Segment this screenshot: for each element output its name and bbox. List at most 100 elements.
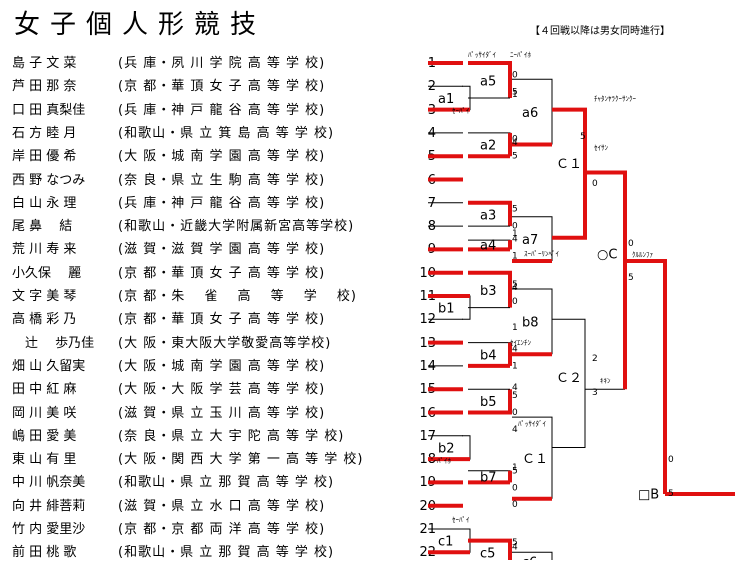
seed-number: 16 bbox=[419, 405, 436, 421]
score: 5 bbox=[512, 87, 518, 97]
score: 1 bbox=[512, 361, 518, 371]
technique-label: ｷｷﾝ bbox=[600, 377, 611, 385]
player-name: 岸 田 優 希 bbox=[12, 149, 77, 165]
seed-number: 10 bbox=[419, 265, 436, 281]
match-label: b4 bbox=[480, 348, 497, 363]
bracket-lines bbox=[428, 61, 735, 560]
score: 5 bbox=[512, 538, 518, 548]
score: 4 bbox=[512, 383, 518, 393]
player-row: 小久保 麗(京 都・華 頂 女 子 高 等 学 校)10 bbox=[0, 262, 440, 285]
player-row: 石 方 睦 月(和歌山・県 立 箕 島 高 等 学 校)4 bbox=[0, 122, 440, 145]
seed-number: 20 bbox=[419, 498, 436, 514]
player-name: 石 方 睦 月 bbox=[12, 125, 77, 141]
score: 5 bbox=[512, 391, 518, 401]
score: 3 bbox=[592, 388, 598, 398]
score: 5 bbox=[512, 204, 518, 214]
player-school: (大 阪・城 南 学 園 高 等 学 校) bbox=[118, 149, 326, 165]
score: 4 bbox=[512, 344, 518, 354]
score: 0 bbox=[512, 297, 518, 307]
seed-number: 15 bbox=[419, 382, 436, 398]
technique-label: ﾊﾟｯｻｲﾀﾞｲ bbox=[518, 420, 546, 428]
match-label: a3 bbox=[480, 208, 496, 223]
page-title: 女子個人形競技 bbox=[14, 10, 267, 40]
seed-number: 21 bbox=[419, 522, 436, 537]
score: 5 bbox=[512, 152, 518, 162]
match-label: Ｃ１ bbox=[522, 452, 548, 467]
match-label: b7 bbox=[480, 471, 497, 486]
technique-label: ﾆｰﾊﾟｲﾎ bbox=[430, 457, 451, 465]
r2-top bbox=[468, 538, 512, 560]
seed-number: 14 bbox=[419, 358, 436, 374]
r3-top bbox=[512, 78, 553, 145]
player-row: 高 橋 彩 乃(京 都・華 頂 女 子 高 等 学 校)12 bbox=[0, 308, 440, 331]
player-row: 嶋 田 愛 美(奈 良・県 立 大 宇 陀 高 等 学 校)17 bbox=[0, 425, 440, 448]
score: 0 bbox=[668, 455, 674, 465]
match-label: a1 bbox=[438, 92, 454, 107]
final-bracket bbox=[625, 259, 667, 495]
player-name: 東 山 有 里 bbox=[12, 452, 77, 468]
seed-number: 12 bbox=[419, 312, 436, 328]
player-name: 小久保 麗 bbox=[12, 265, 82, 281]
score: 1 bbox=[512, 90, 518, 100]
qf-bracket bbox=[552, 318, 586, 448]
player-school: (滋 賀・滋 賀 学 園 高 等 学 校) bbox=[118, 242, 326, 258]
player-row: 文 字 美 琴(京 都・朱 雀 高 等 学 校)11 bbox=[0, 285, 440, 308]
score: 0 bbox=[512, 500, 518, 510]
r3-top bbox=[512, 288, 553, 355]
r2-top bbox=[468, 61, 512, 98]
player-school: (兵 庫・夙 川 学 院 高 等 学 校) bbox=[118, 56, 326, 71]
r3-top bbox=[512, 416, 553, 499]
score: 4 bbox=[512, 283, 518, 293]
seed-number: 13 bbox=[419, 335, 436, 351]
score: 1 bbox=[512, 323, 518, 333]
player-school: (和歌山・県 立 那 賀 高 等 学 校) bbox=[118, 545, 335, 561]
player-row: 田 中 紅 麻(大 阪・大 阪 学 芸 高 等 学 校)15 bbox=[0, 378, 440, 401]
technique-label: ｾｰﾊﾟｲ bbox=[452, 516, 470, 524]
player-row: 島 子 文 菜(兵 庫・夙 川 学 院 高 等 学 校)1 bbox=[0, 52, 440, 75]
player-name: 畑 山 久留実 bbox=[12, 358, 86, 374]
r3-top bbox=[512, 551, 553, 560]
player-school: (滋 賀・県 立 水 口 高 等 学 校) bbox=[118, 498, 326, 514]
score: 5 bbox=[580, 132, 586, 142]
r2-top bbox=[468, 200, 512, 227]
player-row: 竹 内 愛里沙(京 都・京 都 両 洋 高 等 学 校)21 bbox=[0, 518, 440, 541]
match-label: □B bbox=[638, 488, 659, 503]
player-school: (奈 良・県 立 生 駒 高 等 学 校) bbox=[118, 172, 326, 188]
match-label: c5 bbox=[480, 546, 495, 560]
match-label: Ｃ１ bbox=[556, 157, 582, 172]
player-name: 岡 川 美 咲 bbox=[12, 405, 77, 421]
player-name: 口 田 真梨佳 bbox=[12, 102, 86, 118]
match-label: b2 bbox=[438, 441, 455, 456]
match-label: a4 bbox=[480, 239, 496, 254]
player-row: 岡 川 美 咲 (滋 賀・県 立 玉 川 高 等 学 校) 16 bbox=[0, 402, 440, 425]
technique-label: ｾｲｻﾝ bbox=[594, 144, 608, 152]
player-school: (京 都・華 頂 女 子 高 等 学 校) bbox=[118, 79, 326, 95]
score: 0 bbox=[628, 239, 634, 249]
player-name: 向 井 緋菩莉 bbox=[12, 498, 86, 514]
technique-label: ﾁｬﾀﾝﾔﾗｸｰｻﾝｸｰ bbox=[594, 95, 636, 103]
sf-bracket bbox=[585, 170, 627, 390]
match-label: a6 bbox=[522, 106, 538, 121]
score: 5 bbox=[512, 467, 518, 477]
technique-label: ﾆｰﾊﾟｲﾎ bbox=[510, 51, 531, 59]
seed-number: 17 bbox=[419, 428, 436, 444]
score: 2 bbox=[592, 354, 598, 364]
score: 0 bbox=[512, 135, 518, 145]
player-school: (和歌山・県 立 那 賀 高 等 学 校) bbox=[118, 475, 335, 491]
player-school: (兵 庫・神 戸 龍 谷 高 等 学 校) bbox=[118, 195, 326, 211]
player-name: 西 野 なつみ bbox=[12, 172, 86, 188]
player-name: 高 橋 彩 乃 bbox=[12, 312, 77, 328]
player-school: (京 都・朱 雀 高 等 学 校) bbox=[118, 289, 357, 304]
score: 5 bbox=[668, 489, 674, 499]
technique-label: ｽｰﾊﾟｰﾘﾝﾍﾟｲ bbox=[524, 250, 559, 258]
match-label: b3 bbox=[480, 284, 497, 299]
score: 4 bbox=[512, 542, 518, 552]
match-label: b5 bbox=[480, 395, 497, 410]
player-school: (兵 庫・神 戸 龍 谷 高 等 学 校) bbox=[118, 102, 326, 118]
score: 0 bbox=[512, 484, 518, 494]
player-school: (滋 賀・県 立 玉 川 高 等 学 校) bbox=[118, 405, 326, 421]
qf-bracket bbox=[552, 107, 587, 240]
score: 4 bbox=[512, 235, 518, 245]
player-name: 文 字 美 琴 bbox=[12, 289, 77, 304]
match-label: b1 bbox=[438, 302, 455, 317]
